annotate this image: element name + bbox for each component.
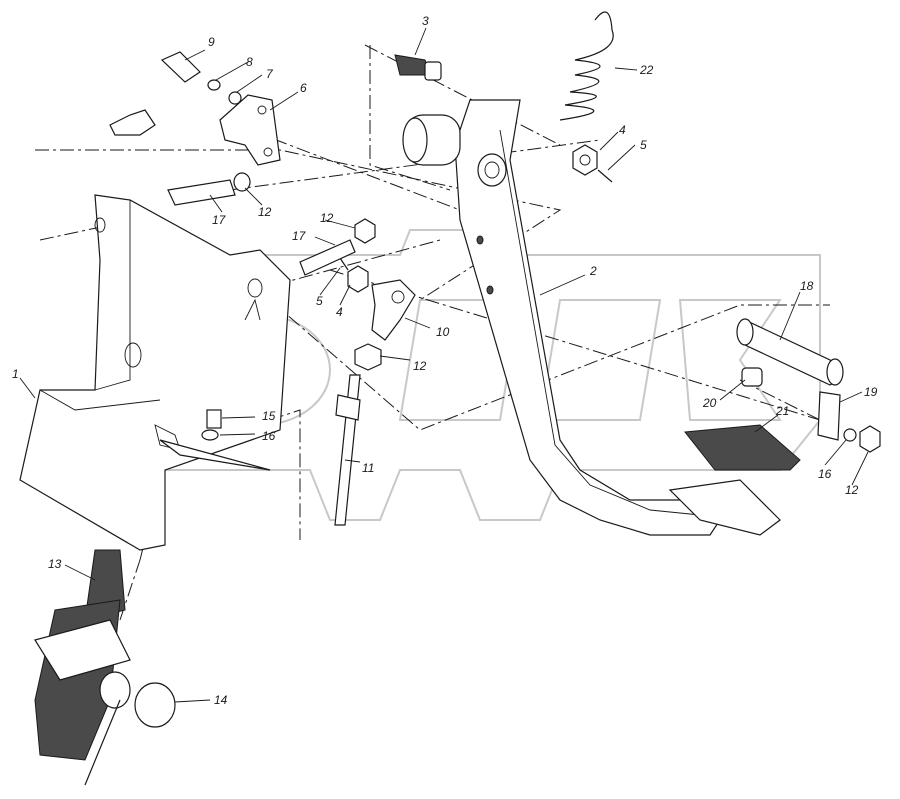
- callout-9: 9: [208, 35, 215, 49]
- pushrod: [334, 374, 361, 526]
- callout-12-mid: 12: [320, 211, 334, 225]
- callout-10: 10: [436, 325, 450, 339]
- callout-labels: 9 8 7 6 3 22 4 5 2 17 12 12 17 5 4 10 12…: [12, 14, 878, 707]
- callout-18: 18: [800, 279, 814, 293]
- callout-5-mid: 5: [316, 294, 323, 308]
- callout-11: 11: [362, 461, 374, 475]
- callout-4-top: 4: [619, 123, 626, 137]
- callout-16-left: 16: [262, 429, 276, 443]
- stop-bolt: [201, 409, 222, 441]
- callout-3: 3: [422, 14, 429, 28]
- callout-21: 21: [775, 404, 789, 418]
- callout-17-lower: 17: [292, 229, 307, 243]
- callout-12-fork: 12: [413, 359, 427, 373]
- callout-2: 2: [589, 264, 597, 278]
- master-cylinder: [34, 549, 176, 786]
- clutch-pedal-lever: [454, 99, 781, 536]
- callout-13: 13: [48, 557, 62, 571]
- pedal-bracket: [19, 194, 291, 551]
- callout-12-right: 12: [845, 483, 859, 497]
- pedal-pivot-sleeve: [394, 54, 461, 166]
- callout-12-upper: 12: [258, 205, 272, 219]
- callout-22: 22: [639, 63, 654, 77]
- callout-14: 14: [214, 693, 228, 707]
- clevis-plate: [219, 94, 281, 166]
- callout-15: 15: [262, 409, 276, 423]
- callout-4-mid: 4: [336, 305, 343, 319]
- bolts-and-washers: [109, 51, 376, 276]
- callout-20: 20: [702, 396, 717, 410]
- castle-nuts-and-cotter-pins: [339, 144, 613, 293]
- pedal-pad-assembly: [684, 318, 881, 471]
- callout-8: 8: [246, 55, 253, 69]
- leader-lines: [19, 27, 869, 703]
- callout-6: 6: [300, 81, 307, 95]
- callout-7: 7: [266, 67, 274, 81]
- callout-1: 1: [12, 367, 19, 381]
- return-spring: [559, 11, 614, 121]
- callout-17-upper: 17: [212, 213, 227, 227]
- callout-19: 19: [864, 385, 878, 399]
- callout-16-right: 16: [818, 467, 832, 481]
- pushrod-fork: [354, 279, 416, 371]
- callout-5-top: 5: [640, 138, 647, 152]
